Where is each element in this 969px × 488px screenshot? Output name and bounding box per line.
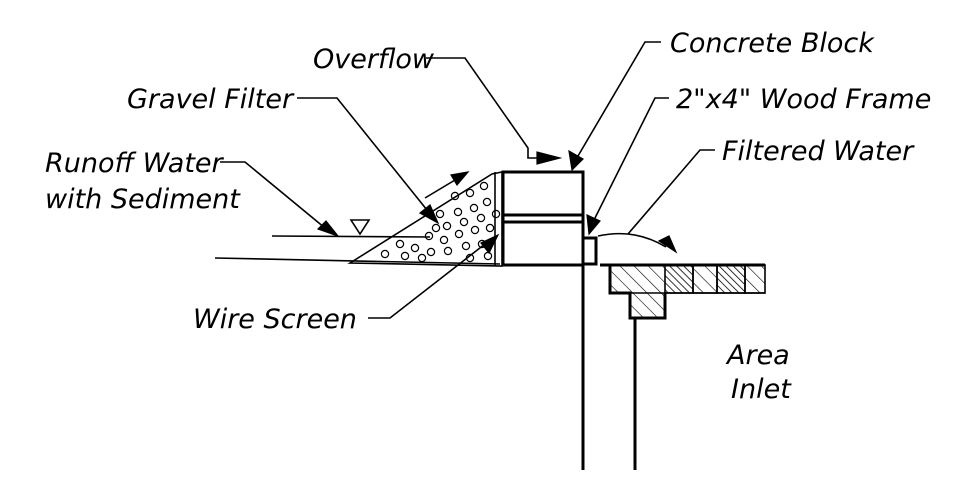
gravel-filter-arrowhead	[418, 204, 440, 225]
wood-frame-leader	[593, 97, 669, 221]
label-runoff-water-line2: with Sediment	[45, 184, 241, 215]
gravel-pebble	[380, 249, 390, 259]
wire-screen-arrowhead	[480, 233, 500, 255]
wood-frame-arrowhead	[586, 214, 601, 236]
gravel-pebble	[431, 223, 441, 233]
overflow-leader	[426, 57, 540, 159]
gravel-pebble	[442, 221, 452, 231]
label-area-inlet-line1: Area	[725, 340, 790, 371]
label-runoff-water-line1: Runoff Water	[45, 148, 225, 179]
gravel-pebble	[459, 217, 469, 227]
gravel-filter-outline	[347, 171, 503, 267]
gravel-pebble	[424, 231, 434, 241]
gravel-pebble	[443, 246, 453, 256]
filtered-water-leader	[627, 149, 715, 235]
wood-frame	[581, 236, 598, 266]
gravel-pebble	[465, 188, 475, 198]
concrete-block	[501, 170, 585, 267]
ground-line	[214, 257, 501, 265]
label-overflow: Overflow	[313, 44, 435, 75]
gravel-pebble	[476, 213, 486, 223]
gravel-pebble	[417, 253, 427, 263]
gravel-pebble	[395, 239, 405, 249]
gravel-pebble	[491, 209, 501, 219]
gravel-pebble	[426, 247, 436, 257]
filtered-water-flow-arc	[597, 232, 667, 248]
overflow-path-arrowhead	[450, 171, 470, 187]
gravel-pebble	[454, 229, 464, 239]
overflow-path-line	[424, 179, 456, 199]
water-level-symbol	[349, 219, 371, 236]
gravel-pebble	[470, 225, 480, 235]
runoff-arrowhead	[316, 220, 340, 238]
concrete-block-leader	[577, 41, 661, 157]
gravel-pebble	[461, 241, 471, 251]
label-wood-frame: 2"x4" Wood Frame	[676, 84, 931, 115]
inlet-grate	[600, 263, 766, 320]
gravel-filter-leader	[297, 97, 428, 211]
gravel-pebbles	[380, 181, 501, 263]
label-filtered-water: Filtered Water	[722, 136, 915, 167]
gravel-pebble	[439, 235, 449, 245]
gravel-pebble	[483, 251, 493, 261]
label-wire-screen: Wire Screen	[193, 304, 357, 335]
wire-screen-leader	[368, 243, 486, 319]
gravel-pebble	[485, 223, 495, 233]
gravel-pebble	[479, 181, 489, 191]
gravel-pebble	[469, 203, 479, 213]
label-gravel-filter: Gravel Filter	[127, 84, 295, 115]
water-surface-line	[271, 235, 431, 238]
gravel-pebble	[453, 207, 463, 217]
gravel-pebble	[482, 197, 492, 207]
label-concrete-block: Concrete Block	[670, 28, 875, 59]
concrete-block-arrowhead	[568, 149, 584, 172]
overflow-arrowhead	[536, 151, 563, 165]
filtered-water-arrowhead	[657, 235, 678, 254]
gravel-pebble	[410, 243, 420, 253]
gravel-pebble	[400, 251, 410, 261]
label-area-inlet-line2: Inlet	[731, 374, 792, 405]
runoff-leader	[220, 161, 326, 229]
gravel-pebble	[435, 209, 445, 219]
gravel-pebble	[450, 191, 460, 201]
